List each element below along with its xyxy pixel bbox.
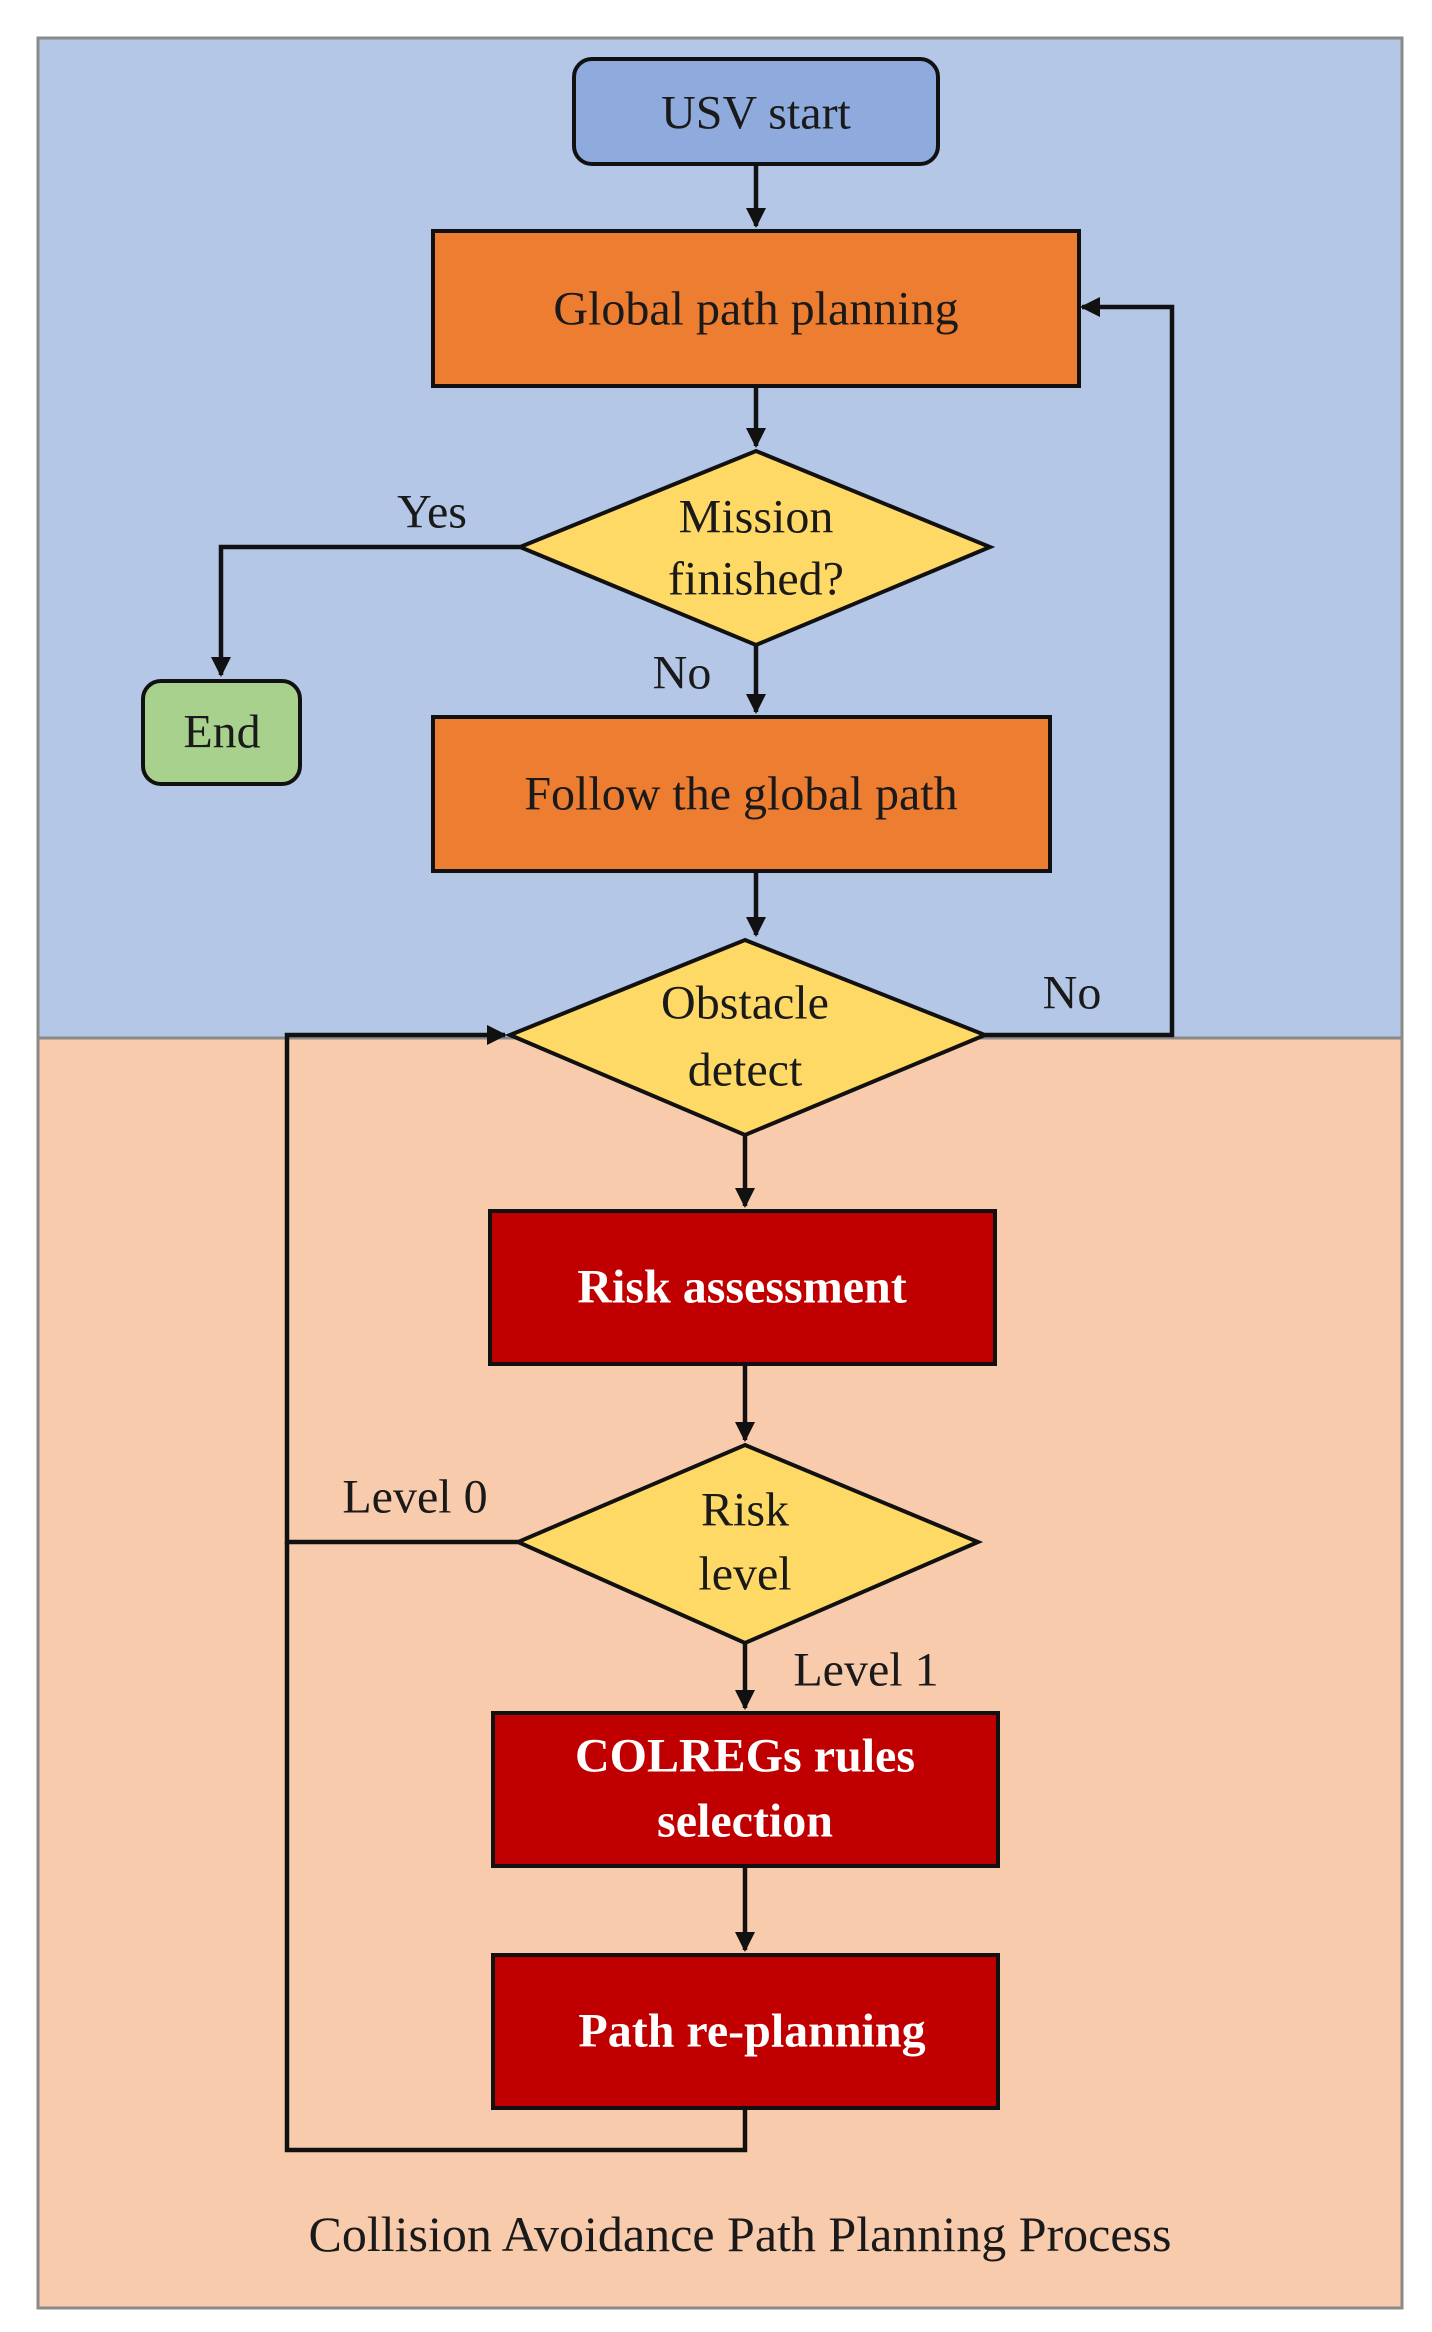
global-path-planning-label: Global path planning (553, 283, 958, 336)
start-node-label: USV start (661, 87, 851, 140)
start-node (572, 57, 940, 166)
obstacle-detect-label-line1: Obstacle (661, 977, 829, 1030)
mission-finished-label-line1: Mission (679, 491, 834, 544)
edge-label-no-mission: No (653, 647, 712, 700)
obstacle-detect-decision (504, 937, 991, 1138)
obstacle-detect-label-line2: detect (688, 1044, 803, 1097)
colregs-selection-label-line1: COLREGs rules (575, 1730, 915, 1783)
edge-obstacle-no-to-global (985, 296, 1175, 1038)
follow-global-path-node (431, 715, 1052, 873)
colregs-selection-label-line2: selection (657, 1795, 833, 1848)
edge-label-level1: Level 1 (793, 1644, 938, 1697)
path-replanning-label: Path re-planning (578, 2005, 925, 2058)
risk-assessment-node (488, 1209, 997, 1366)
end-node (141, 679, 302, 786)
path-replanning-node (491, 1953, 1000, 2110)
mission-finished-decision (514, 448, 996, 648)
edge-mission-yes-to-end (210, 544, 520, 678)
edge-level0-loop (284, 1024, 518, 1545)
diagram-caption: Collision Avoidance Path Planning Proces… (309, 2206, 1172, 2262)
risk-level-label-line2: level (698, 1548, 791, 1601)
edge-replanning-loop-back (284, 1542, 748, 2153)
global-path-planning-node (431, 229, 1081, 388)
risk-assessment-label: Risk assessment (577, 1261, 906, 1314)
mission-finished-label-line2: finished? (668, 553, 844, 606)
colregs-selection-node (491, 1711, 1000, 1868)
risk-level-label-line1: Risk (701, 1484, 789, 1537)
end-node-label: End (183, 706, 260, 759)
edge-label-level0: Level 0 (342, 1471, 487, 1524)
edge-label-no-obstacle: No (1043, 967, 1102, 1020)
risk-level-decision (512, 1442, 984, 1646)
follow-global-path-label: Follow the global path (524, 768, 957, 821)
edge-label-yes: Yes (397, 486, 467, 539)
